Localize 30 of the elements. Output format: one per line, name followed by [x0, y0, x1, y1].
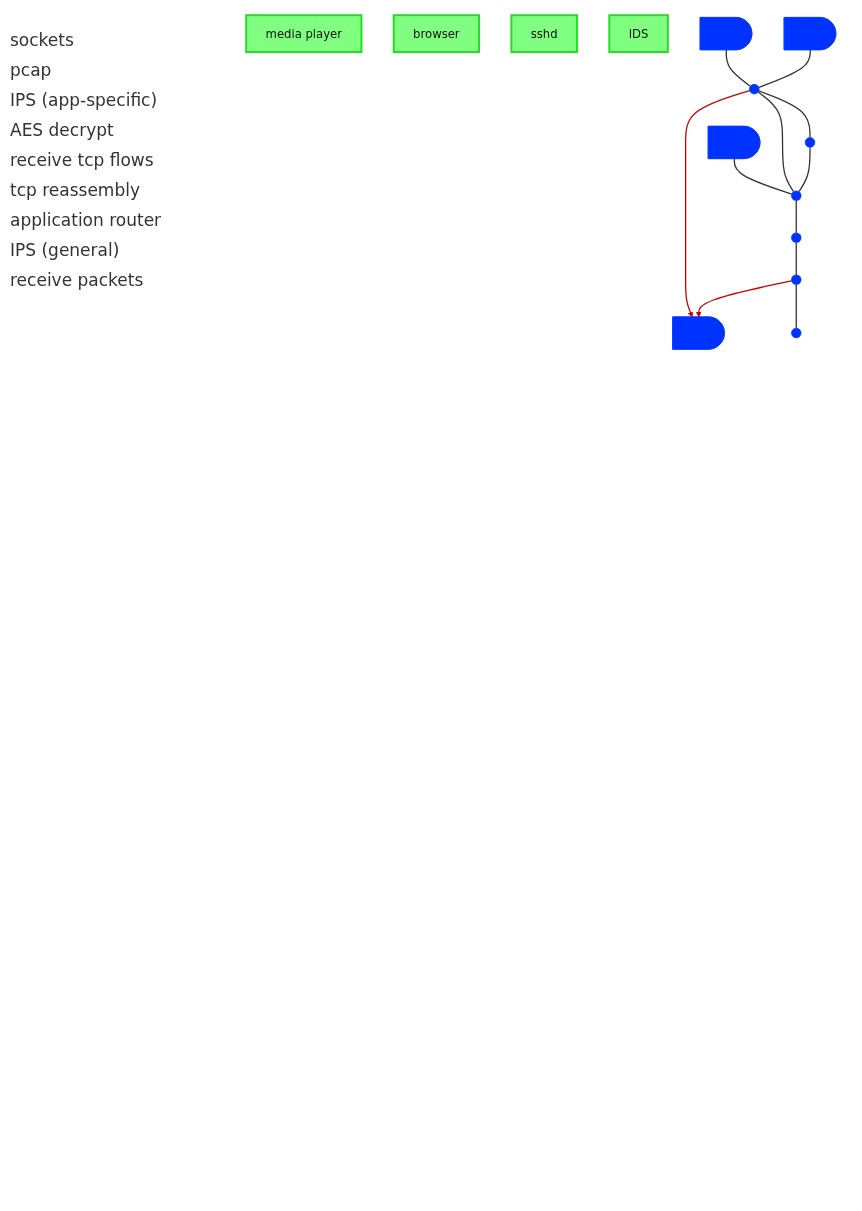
node-circle: [791, 327, 802, 339]
node-box: browser: [392, 14, 481, 53]
connector: [733, 158, 793, 195]
side-label: IPS (general): [10, 240, 121, 260]
connector: [795, 199, 797, 234]
side-label: application router: [10, 210, 163, 230]
side-label: tcp reassembly: [10, 180, 141, 200]
connector: [758, 49, 811, 89]
node-circle: [804, 137, 816, 148]
node-circle: [791, 232, 802, 243]
connector: [757, 91, 795, 193]
side-label: sockets: [10, 30, 75, 50]
side-label: AES decrypt: [10, 120, 115, 140]
arrow: [684, 89, 751, 318]
connector: [725, 49, 751, 87]
node-circle: [749, 84, 760, 95]
connector: [795, 283, 797, 329]
side-label: pcap: [10, 60, 53, 80]
side-label: IPS (app-specific): [10, 90, 159, 110]
node-box: IDS: [608, 14, 669, 53]
connector: [758, 90, 811, 139]
side-label: receive tcp flows: [10, 150, 155, 170]
node-circle: [791, 274, 802, 285]
node-circle: [791, 190, 802, 201]
node-box: media player: [245, 14, 363, 53]
connector: [798, 146, 811, 193]
connector: [795, 241, 797, 276]
arrow: [695, 280, 793, 318]
side-label: receive packets: [10, 270, 145, 290]
node-box: sshd: [510, 14, 578, 53]
